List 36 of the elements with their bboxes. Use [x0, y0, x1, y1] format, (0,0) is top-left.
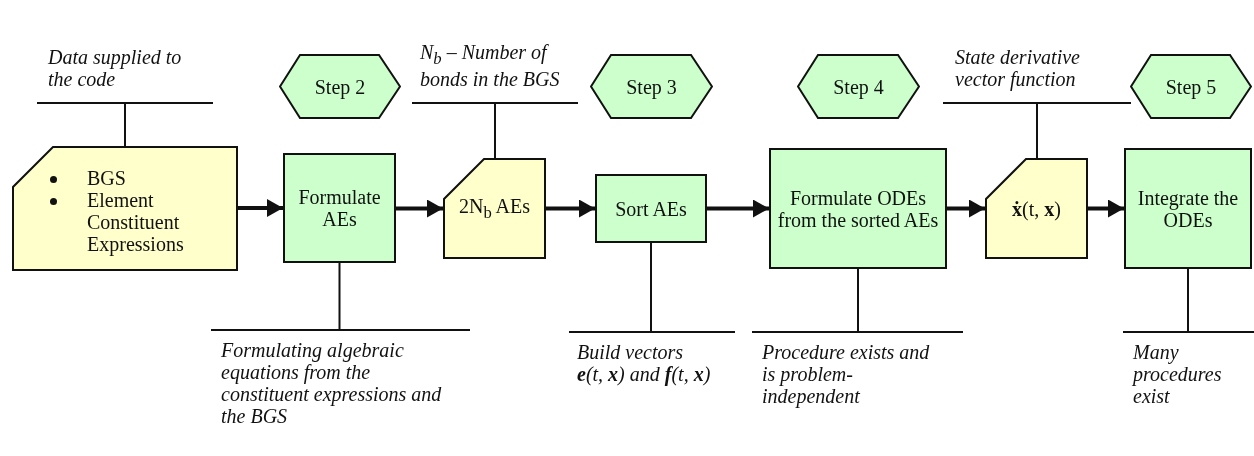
- process-box: [769, 148, 947, 269]
- process-box: [595, 174, 707, 243]
- leader-line: [1187, 268, 1189, 332]
- list-item: BGS: [12, 166, 238, 189]
- step-label: Step 2: [314, 75, 366, 98]
- box-label: Sort AEs: [615, 197, 687, 220]
- process-box: [1124, 148, 1252, 269]
- leader-line: [650, 242, 652, 332]
- leader-line: [1036, 103, 1038, 159]
- box-label: Integrate the ODEs: [1136, 186, 1240, 231]
- annotation-text: Many procedures exist: [1133, 341, 1223, 407]
- leader-line: [857, 268, 859, 332]
- annotation-text: Build vectors e(t, x) and f(t, x): [577, 341, 712, 385]
- annotation-text: State derivative vector function: [955, 46, 1081, 90]
- leader-line: [124, 103, 126, 147]
- arrow: [546, 199, 595, 218]
- arrow: [396, 199, 443, 218]
- box-label: Formulate AEs: [297, 186, 382, 230]
- process-box: [283, 153, 396, 263]
- list-item: Element Constituent Expressions: [12, 188, 238, 255]
- leader-line: [494, 103, 496, 159]
- box-label: Formulate ODEs from the sorted AEs: [776, 186, 940, 231]
- annotation-text: Procedure exists and is problem-independent: [762, 341, 931, 407]
- step-label: Step 4: [833, 75, 884, 98]
- card-label: ẋ(t, x): [1012, 197, 1061, 220]
- leader-line: [338, 262, 341, 330]
- annotation-text: Data supplied to the code: [48, 46, 183, 90]
- arrow: [1088, 199, 1124, 218]
- annotation-text: N$_{b}$ – Number of bonds in the BGS: [420, 40, 561, 90]
- arrow: [947, 199, 985, 218]
- arrow: [707, 199, 769, 218]
- step-label: Step 3: [626, 75, 677, 98]
- card-label: 2N$_{b}$ AEs: [458, 194, 531, 223]
- arrow: [238, 199, 283, 217]
- annotation-text: Formulating algebraic equations from the constituent expressions and the BGS: [221, 339, 443, 427]
- step-label: Step 5: [1165, 75, 1217, 98]
